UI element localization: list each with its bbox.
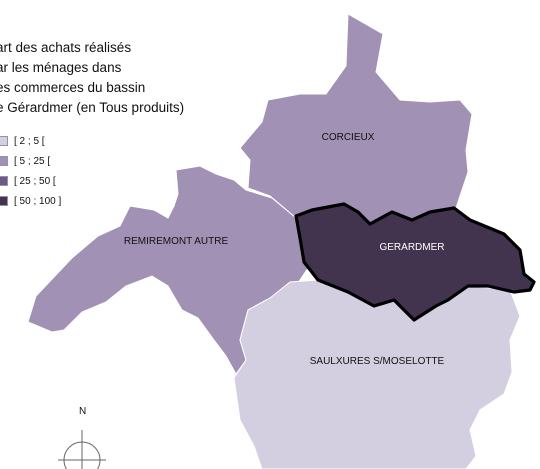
legend-item: [ 2 ; 5 [: [0, 135, 61, 147]
legend-item: [ 50 ; 100 ]: [0, 195, 61, 207]
title-line: ar les ménages dans: [0, 60, 122, 75]
legend-label: [ 50 ; 100 ]: [14, 195, 62, 207]
map-title: art des achats réalisés ar les ménages d…: [0, 38, 296, 118]
legend-label: [ 5 ; 25 [: [14, 155, 51, 167]
title-line: es commerces du bassin: [0, 80, 146, 95]
compass-icon: [58, 430, 106, 469]
legend-swatch: [0, 156, 8, 166]
legend-swatch: [0, 176, 8, 186]
region-label-remiremont-autre: REMIREMONT AUTRE: [124, 236, 229, 247]
map-legend: [ 2 ; 5 [ [ 5 ; 25 [ [ 25 ; 50 [ [ 50 ; …: [0, 135, 61, 215]
region-gerardmer[interactable]: [294, 202, 536, 322]
legend-item: [ 25 ; 50 [: [0, 175, 61, 187]
region-label-corcieux: CORCIEUX: [322, 132, 375, 143]
legend-label: [ 25 ; 50 [: [14, 175, 56, 187]
region-label-gerardmer: GERARDMER: [379, 242, 444, 253]
legend-swatch: [0, 136, 8, 146]
north-label: N: [79, 406, 87, 417]
title-line: art des achats réalisés: [0, 40, 132, 55]
title-line: e Gérardmer (en Tous produits): [0, 100, 185, 115]
region-saulxures[interactable]: [233, 279, 521, 469]
legend-label: [ 2 ; 5 [: [14, 135, 45, 147]
legend-swatch: [0, 196, 8, 206]
region-label-saulxures: SAULXURES S/MOSELOTTE: [310, 356, 445, 367]
legend-item: [ 5 ; 25 [: [0, 155, 61, 167]
